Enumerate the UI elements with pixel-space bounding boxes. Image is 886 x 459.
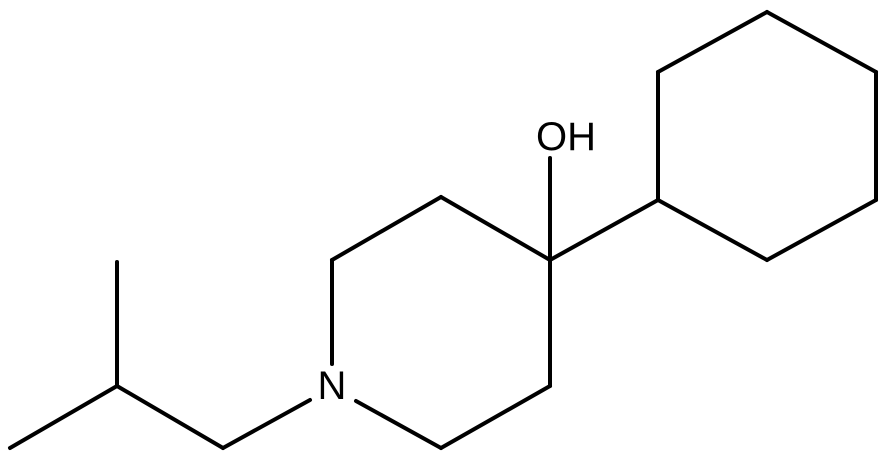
- bond-pip-2: [330, 195, 443, 262]
- piperidine-ring: [330, 195, 552, 450]
- bond-ch2-ch: [115, 384, 225, 450]
- bond-n-ch2: [221, 398, 312, 450]
- bond-cy-1: [656, 10, 769, 74]
- bond-cy-5: [656, 198, 769, 262]
- bond-pip-5: [439, 384, 552, 450]
- nitrogen-label: N: [318, 364, 347, 408]
- isobutyl-chain: [8, 260, 312, 450]
- bond-ch-methyl-left: [8, 384, 119, 450]
- bond-pip-4: [354, 399, 443, 450]
- hydroxyl-label: OH: [536, 115, 596, 159]
- bond-cy-c4: [548, 198, 660, 262]
- bond-cy-4: [765, 198, 878, 262]
- bond-pip-1: [439, 195, 552, 262]
- cyclohexyl-ring: [656, 10, 878, 262]
- bond-cy-2: [765, 10, 878, 74]
